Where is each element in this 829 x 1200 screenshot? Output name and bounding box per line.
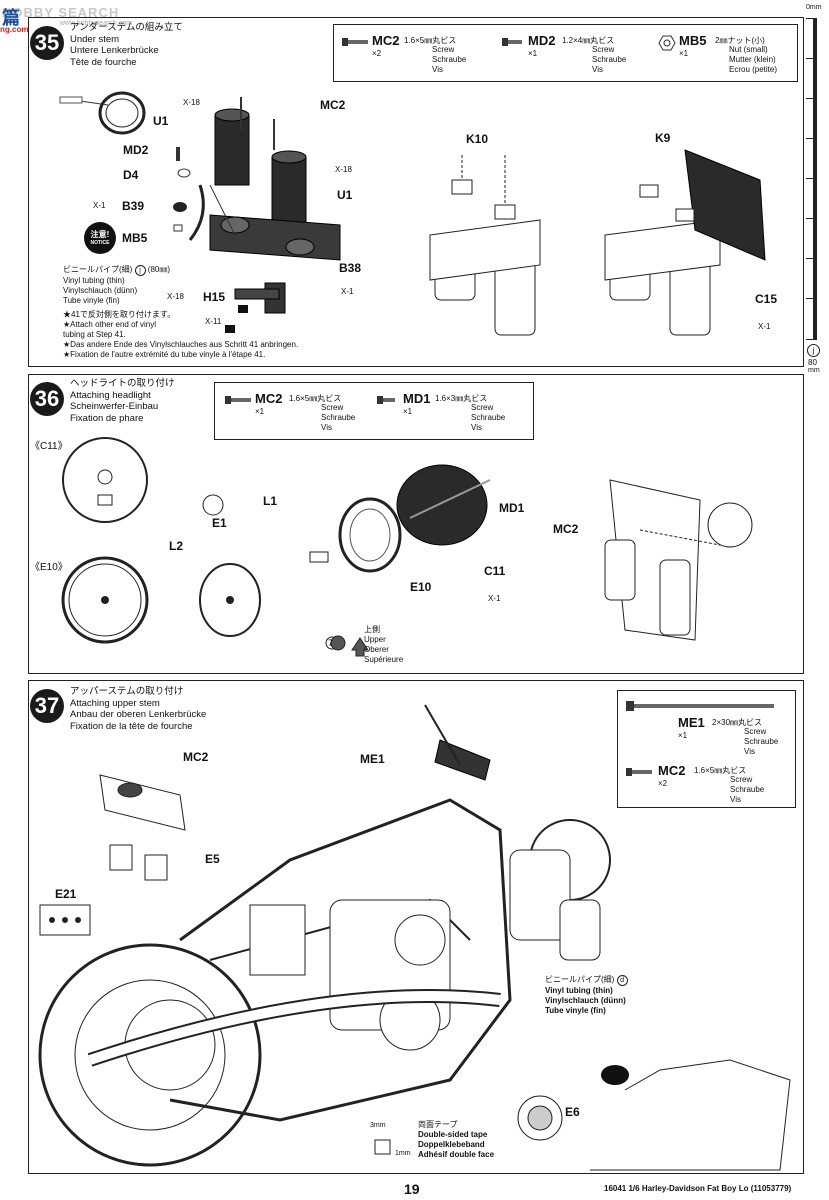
nut-icon [658, 35, 676, 51]
step-37-title: アッパーステムの取り付け Attaching upper stem Anbau … [70, 686, 207, 732]
tape-width: 3mm [370, 1122, 386, 1129]
measuring-ruler [806, 18, 820, 340]
label-x11: X-11 [205, 317, 222, 326]
label-k10: K10 [466, 132, 489, 146]
screw-icon [225, 396, 251, 404]
label-e5: E5 [205, 852, 220, 866]
label-d4: D4 [123, 168, 139, 182]
page-number: 19 [404, 1181, 420, 1197]
step-35-parts-box: MC2 1.6×5㎜丸ビス ×2 Screw Schraube Vis MD2 … [333, 24, 798, 82]
motorcycle-assembly-drawing [38, 704, 791, 1171]
watermark-url: www.hobbysearch.com [60, 20, 132, 27]
tubing-note: ビニールパイプ(細) j (80㎜) Vinyl tubing (thin) V… [63, 265, 171, 305]
label-x18-a: X-18 [183, 98, 200, 107]
step-35-number: 35 [30, 26, 64, 60]
label-e10: E10 [410, 580, 432, 594]
ruler-letter: j [807, 344, 820, 357]
ruler-top-label: 0mm [806, 4, 822, 11]
ruler-length: 80 [808, 358, 817, 367]
screw-icon [342, 38, 368, 46]
label-e21: E21 [55, 887, 77, 901]
step-36-panel [28, 374, 804, 674]
watermark-text: HOBBY SEARCH [2, 5, 120, 20]
step-36-title: ヘッドライトの取り付け Attaching headlight Scheinwe… [70, 378, 175, 424]
double-sided-tape-note: 両面テープ Double-sided tape Doppelklebeband … [418, 1120, 495, 1159]
k10-k9-assembly-drawing [429, 149, 766, 336]
label-mc2-36: MC2 [553, 522, 579, 536]
screw-icon [626, 768, 652, 776]
tape-height: 1mm [395, 1150, 411, 1157]
label-md2: MD2 [123, 143, 149, 157]
label-c11-ref: 《C11》 [30, 441, 68, 452]
screw-icon [502, 38, 522, 46]
label-x1: X-1 [488, 594, 501, 603]
label-u1-right: U1 [337, 188, 353, 202]
label-x1-c: X-1 [758, 322, 771, 331]
notice-badge: 注意! NOTICE [84, 222, 116, 254]
label-l1: L1 [263, 494, 278, 508]
label-x18-c: X-18 [167, 292, 184, 301]
label-mc2: MC2 [320, 98, 346, 112]
label-7: 7 [328, 638, 334, 648]
vinyl-tubing-note: ビニールパイプ(細) d Vinyl tubing (thin) Vinylsc… [545, 975, 628, 1015]
label-k9: K9 [655, 131, 671, 145]
under-stem-assembly-drawing [59, 91, 341, 333]
watermark-cn-url: ng.com [0, 25, 29, 34]
step-37-parts-box: ME1 2×30㎜丸ビス ×1 Screw Schraube Vis MC2 1… [617, 690, 796, 808]
label-x18-b: X-18 [335, 165, 352, 174]
upper-side-note: 上側 Upper Oberer Supérieure [364, 625, 404, 664]
step-35-title: アンダーステムの組み立て Under stem Untere Lenkerbrü… [70, 22, 183, 68]
screw-icon [377, 396, 395, 404]
label-b39: B39 [122, 199, 145, 213]
label-me1: ME1 [360, 752, 385, 766]
label-l2: L2 [169, 539, 184, 553]
step-37-number: 37 [30, 689, 64, 723]
label-h15: H15 [203, 290, 226, 304]
step-36-number: 36 [30, 382, 64, 416]
label-x1-a: X-1 [93, 201, 106, 210]
label-c11: C11 [484, 564, 506, 578]
label-b38: B38 [339, 261, 362, 275]
label-mb5: MB5 [122, 231, 148, 245]
step-35-panel [28, 17, 804, 367]
label-e10-ref: 《E10》 [30, 562, 68, 573]
label-x1-b: X-1 [341, 287, 354, 296]
label-c15: C15 [755, 292, 778, 306]
label-md1: MD1 [499, 501, 525, 515]
step-36-parts-box: MC2 1.6×5㎜丸ビス ×1 Screw Schraube Vis MD1 … [214, 382, 534, 440]
step-35-attach-note: ★41で反対側を取り付けます。 ★Attach other end of vin… [63, 310, 299, 359]
ruler-unit: mm [808, 367, 820, 374]
label-mc2-37: MC2 [183, 750, 209, 764]
label-u1-top: U1 [153, 114, 169, 128]
long-screw-icon [626, 701, 774, 711]
watermark-cn: 篇 [2, 8, 20, 28]
step-37-panel [28, 680, 804, 1174]
product-code: 16041 1/6 Harley-Davidson Fat Boy Lo (11… [604, 1184, 792, 1193]
label-e1: E1 [212, 516, 227, 530]
watermark: HOBBY SEARCH [2, 4, 119, 22]
headlight-assembly-drawing [61, 437, 753, 657]
label-e6: E6 [565, 1105, 580, 1119]
